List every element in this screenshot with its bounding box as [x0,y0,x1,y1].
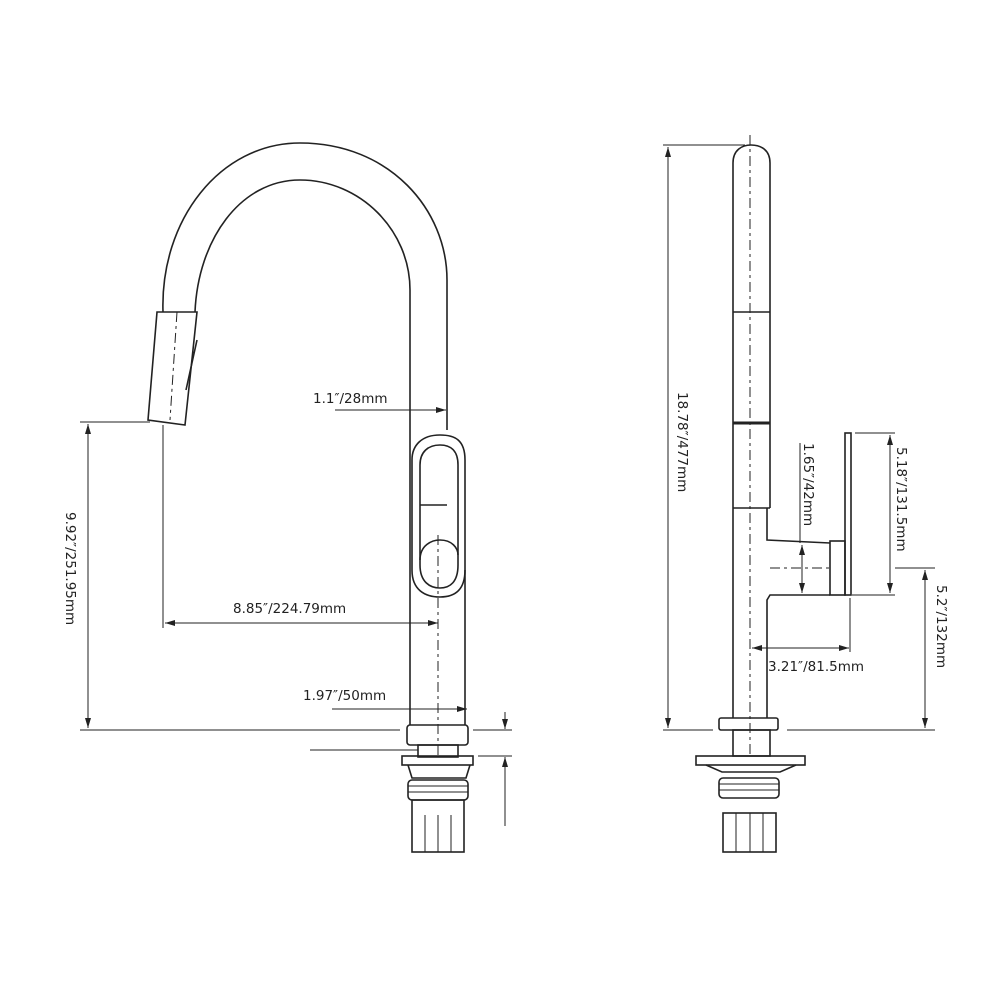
front-view-dimensions: 9.92″/251.95mm 8.85″/224.79mm 1.1″/28mm … [62,391,512,826]
side-view-faucet [695,135,852,853]
side-handle-height-label: 5.2″/132mm [933,585,949,668]
side-handle-diameter-label: 1.65″/42mm [800,443,816,526]
front-spout-height-label: 9.92″/251.95mm [62,512,78,625]
front-view-faucet [147,142,474,853]
front-reach-label: 8.85″/224.79mm [233,601,346,617]
side-handle-reach-label: 3.21″/81.5mm [768,659,864,675]
front-pipe-diameter-label: 1.1″/28mm [313,391,388,407]
side-view-dimensions: 18.78″/477mm 1.65″/42mm 5.18″/131.5mm 5.… [663,144,949,731]
side-lever-length-label: 5.18″/131.5mm [893,447,909,552]
side-total-height-label: 18.78″/477mm [674,392,690,492]
front-base-diameter-label: 1.97″/50mm [303,688,386,704]
